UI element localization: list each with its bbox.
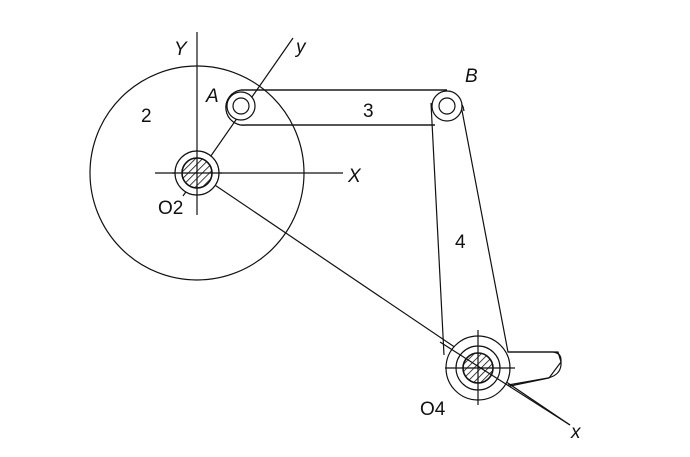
x-axis-rotated	[196, 172, 571, 426]
label-B: B	[465, 66, 478, 87]
pin-a	[232, 97, 250, 115]
link-3-coupler	[241, 89, 447, 126]
label-x: x	[570, 422, 582, 443]
label-O2: O2	[158, 198, 183, 219]
link-3-left-end	[225, 89, 247, 126]
label-link-4: 4	[455, 232, 466, 253]
link-4-ear	[508, 351, 562, 387]
label-O4: O4	[420, 399, 446, 420]
label-X: X	[347, 166, 362, 187]
label-A: A	[205, 86, 219, 107]
label-link-2: 2	[141, 106, 152, 127]
x-axis-through-o4	[439, 341, 571, 426]
label-link-3: 3	[363, 101, 374, 122]
pin-b	[438, 97, 456, 115]
label-Y: Y	[174, 39, 188, 60]
label-y: y	[294, 37, 307, 58]
